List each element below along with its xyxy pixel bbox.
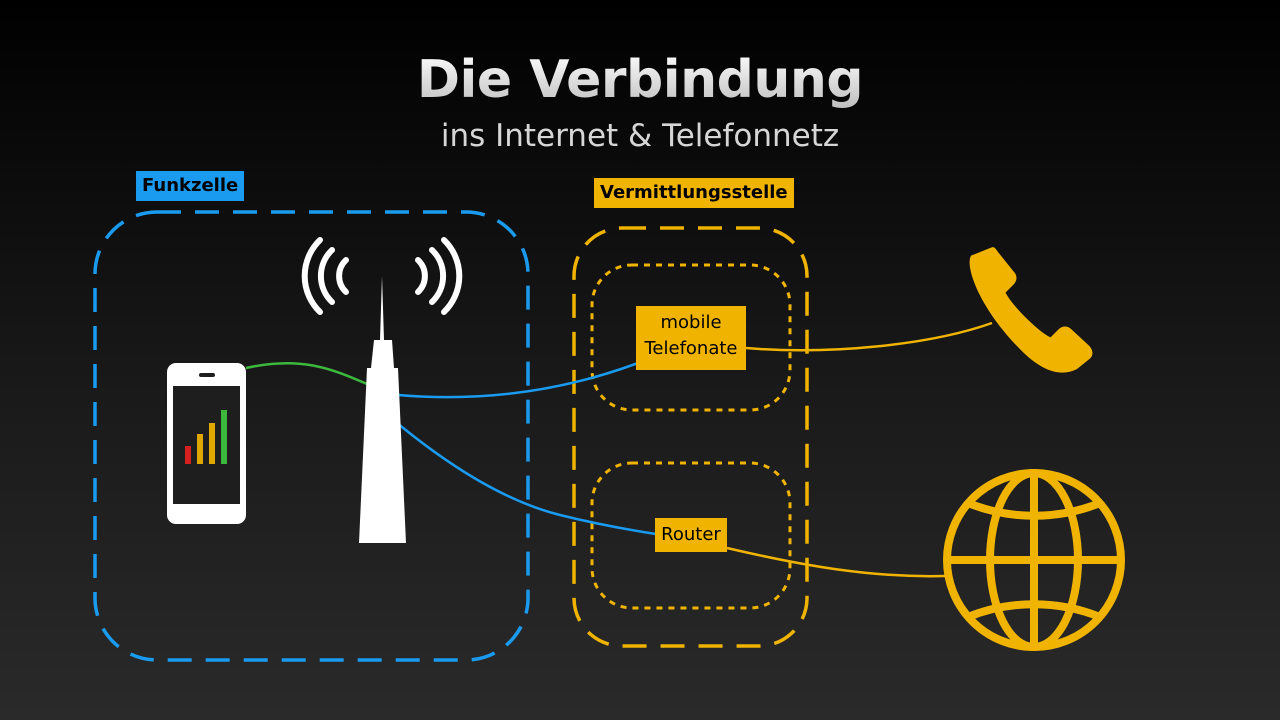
mobile-calls-line1: mobile [660, 312, 722, 333]
smartphone-icon [167, 363, 246, 524]
page-title: Die Verbindung [0, 50, 1280, 110]
router-node: Router [655, 518, 727, 552]
mobile-calls-node: mobile Telefonate [636, 306, 746, 370]
signal-bars-icon [185, 410, 227, 464]
router-subzone-border [590, 461, 792, 610]
tower-to-calls-link [397, 361, 639, 399]
calls-subzone-border [590, 263, 792, 412]
tower-to-router-link [383, 411, 657, 536]
globe-icon [943, 469, 1125, 651]
signal-bar [221, 410, 227, 464]
phone-to-tower-link [245, 361, 368, 386]
cell-zone-label: Funkzelle [136, 171, 245, 201]
signal-bar [197, 434, 203, 464]
cell-tower-icon [359, 276, 406, 543]
exchange-zone-border [572, 226, 809, 648]
mobile-calls-line2: Telefonate [644, 338, 738, 359]
exchange-zone-label: Vermittlungsstelle [594, 178, 794, 208]
signal-bar [185, 446, 191, 464]
cell-zone-border [93, 210, 530, 662]
radio-waves-icon [301, 237, 463, 315]
router-to-internet-link [726, 546, 946, 578]
signal-bar [209, 423, 215, 464]
page-subtitle: ins Internet & Telefonnetz [440, 118, 840, 154]
calls-to-phone-link [745, 321, 993, 352]
phone-handset-icon [969, 247, 1093, 373]
